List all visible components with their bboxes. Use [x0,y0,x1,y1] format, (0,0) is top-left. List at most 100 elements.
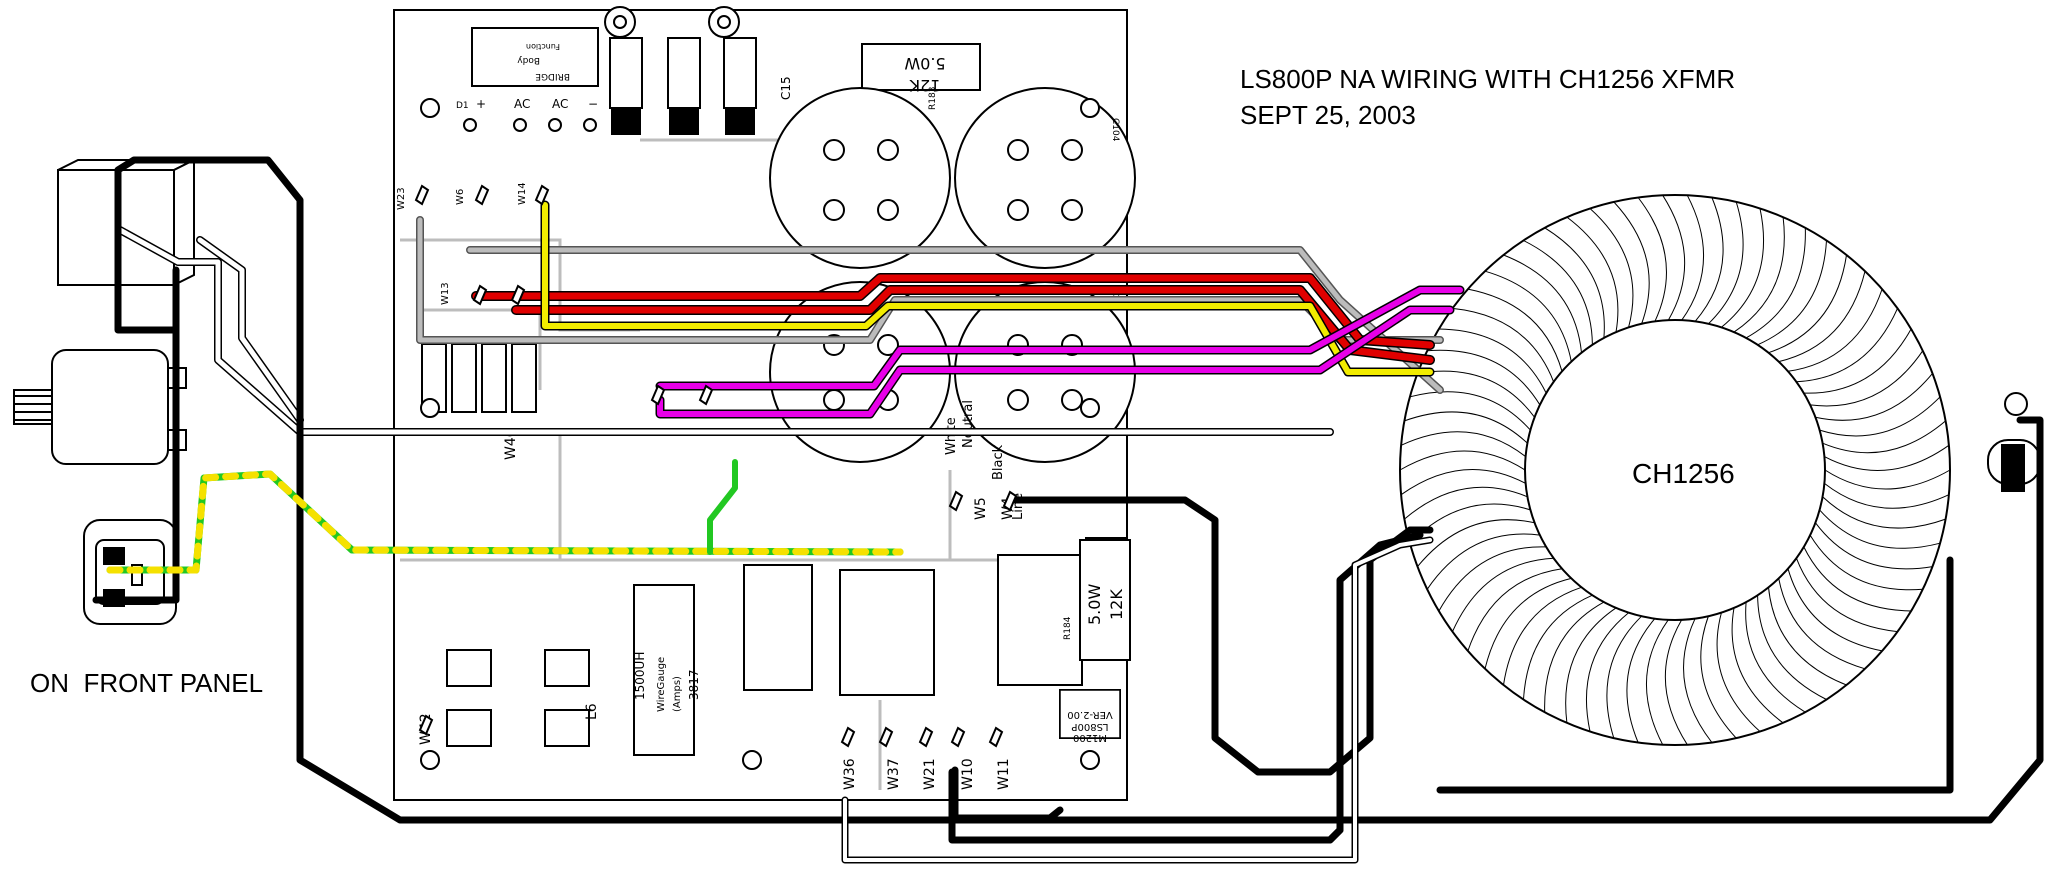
toroid-winding-turn [1731,607,1784,724]
r183-watt-label: 5.0W [904,54,945,73]
version-model-label: LS800P [1071,721,1108,732]
toroid-winding-turn [1523,240,1593,345]
toroid-winding-turn [1585,612,1629,732]
toroid-winding-turn [1819,509,1941,549]
toroid-winding-turn [1664,619,1688,745]
front-panel-label: ON FRONT PANEL [30,668,264,698]
l6-wire-label: WireGauge [656,657,667,712]
toroid-winding-turn [1809,534,1923,591]
toroid-winding-turn [1787,288,1883,372]
white-wire-label: White [944,417,959,455]
resistor-r184: R184 5.0W 12K [1063,539,1131,661]
r183-ref-label: R183 [928,87,938,110]
toroid-winding-turn [1646,619,1669,745]
toroid-winding-turn [1795,558,1898,633]
toroid-winding-turn [1566,216,1619,333]
toroid-winding-turn [1637,197,1667,322]
cap-c15-label: C15 [779,76,793,100]
cap-c104-label: C104 [1110,118,1120,142]
circuit-breaker [13,349,187,465]
toroid-winding-turn [1544,227,1605,338]
r184-ref-label: R184 [1063,616,1073,640]
toroid-winding-turn [1733,217,1785,333]
svg-text:Function: Function [526,42,560,51]
version-id-label: M1200 [1073,732,1107,743]
toroid-winding-turn [1400,431,1526,457]
toroid-winding-turn [1745,602,1806,713]
toroid-winding-turn [1606,615,1642,739]
toroid-winding-turn [1822,496,1946,529]
toroid-winding-turn [1814,522,1933,570]
diagram-title-line1: LS800P NA WIRING WITH CH1256 XFMR [1240,64,1736,94]
toroid-winding-turn [1824,469,1951,490]
terminal-blades [414,184,1018,748]
toroid-winding-turn [1467,288,1563,372]
toroid-winding-turn [1683,618,1713,743]
thermal-fuse [1987,392,2041,492]
toroid-winding-turn [1757,240,1827,346]
terminal-w14-label: W14 [517,182,528,205]
diagram-title-line2: SEPT 25, 2003 [1240,100,1416,130]
toroid-winding-turn [1613,201,1650,324]
mounting-holes [420,98,1100,770]
bridge-plus-label: + [476,97,486,111]
toroid-winding-turn [1409,391,1531,431]
toroid-winding-turn [1589,208,1634,328]
toroid-winding-turn [1768,587,1847,686]
voltage-regulators [604,6,757,135]
terminal-w36-label: W36 [842,758,858,790]
toroid-winding-turn [1824,444,1950,471]
toroid-winding-turn [1708,201,1744,325]
toroid-winding-turn [1778,578,1866,670]
r184-watt-label: 5.0W [1085,584,1104,625]
toroid-winding-turn [1716,612,1761,732]
toroid-winding-turn [1768,254,1847,354]
terminal-w13-label: W13 [440,282,451,305]
terminal-w23-label: W23 [396,187,407,210]
toroid-winding-turn [1438,328,1547,394]
toroid-winding-turn [1662,195,1686,321]
terminal-w10-label: W10 [960,758,976,790]
toroid-winding-turn [1417,519,1535,567]
bridge-ac1-label: AC [514,97,530,111]
toroid-winding-turn [1503,586,1582,686]
terminal-w37-label: W37 [886,758,902,790]
svg-text:Body: Body [517,55,540,65]
bridge-rectifier: Function Body BRIDGE D1 + AC AC − [456,27,599,132]
toroid-winding-turn [1427,349,1541,406]
toroid-winding-turn [1721,208,1765,328]
l6-value-label: 1500UH [633,652,647,700]
toroid-winding-turn [1399,450,1526,471]
terminal-w21-label: W21 [922,758,938,790]
toroid-winding-turn [1803,328,1912,394]
resistor-r183: 5.0W 12K R183 [861,43,981,110]
toroid-transformer [1399,194,1951,746]
toroid-winding-turn [1404,411,1528,444]
r184-value-label: 12K [1107,589,1126,620]
toroid-winding-turn [1400,469,1526,496]
power-switch [57,158,195,287]
toroid-winding-turn [1757,595,1827,700]
toroid-winding-turn [1452,307,1555,382]
toroid-winding-turn [1544,601,1605,713]
toroid-winding-turn [1426,533,1540,590]
toroid-winding-turn [1484,577,1572,669]
terminal-w40-label: W40 [503,428,519,460]
toroid-winding-turn [1700,616,1737,739]
toroid-winding-turn [1484,270,1572,362]
toroid-winding-turn [1787,568,1883,652]
toroid-winding-turn [1815,373,1933,421]
l6-part-label: 3817 [687,669,701,700]
toroid-winding-turn [1824,483,1950,509]
transformer-label: CH1256 [1632,458,1735,489]
toroid-winding-turn [1822,420,1946,454]
version-box: LS800P VER-2.00 M1200 [1059,689,1121,743]
toroid-winding-turn [1796,308,1898,383]
bridge-label: BRIDGE [535,71,570,81]
toroid-winding-turn [1523,594,1593,700]
wire-harness [92,156,2044,864]
terminal-w11-label: W11 [996,758,1012,790]
l6-label: L6 [584,703,600,720]
toroid-winding-turn [1819,396,1941,437]
